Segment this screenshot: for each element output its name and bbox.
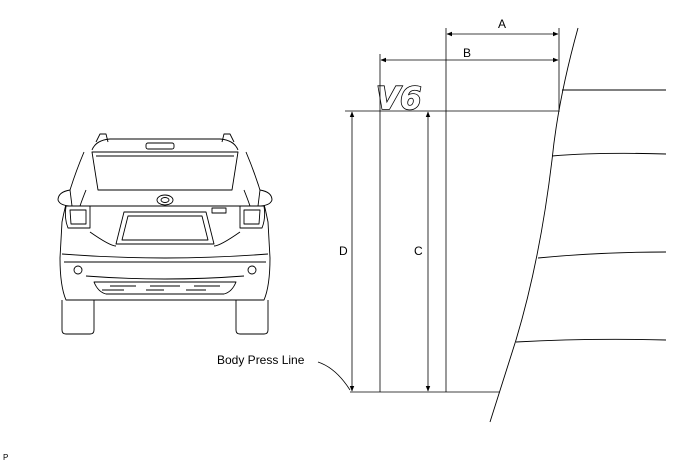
body-press-line-leader: [317, 361, 351, 391]
body-panel-outline: [489, 27, 667, 423]
dimension-d-label: D: [339, 244, 348, 258]
dimension-b-label: B: [463, 46, 471, 60]
dimension-lines: [317, 28, 560, 393]
v6-emblem: V6: [376, 81, 422, 117]
vehicle-rear-view: [57, 133, 273, 335]
body-press-line-label: Body Press Line: [217, 353, 305, 367]
figure-code: P: [3, 453, 8, 462]
dimension-a-label: A: [498, 17, 506, 31]
dimension-c-label: C: [414, 244, 423, 258]
